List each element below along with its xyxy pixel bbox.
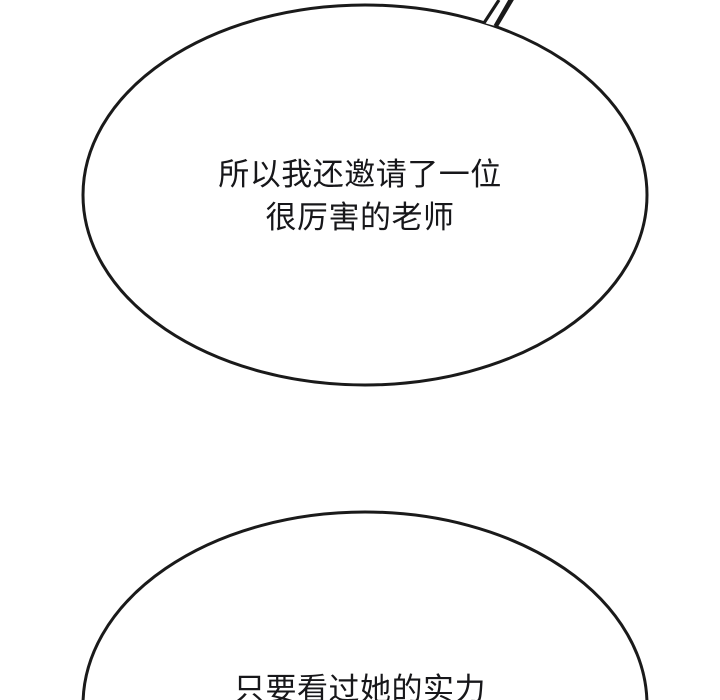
bubble-1-outline (81, 3, 649, 387)
bubble-1-text: 所以我还邀请了一位 很厉害的老师 (0, 153, 720, 239)
bubble-1-line-2: 很厉害的老师 (265, 200, 455, 235)
bubble-2-outline (81, 510, 649, 700)
bubble-1-tail-edges (482, 0, 512, 27)
bubble-1-tail-fill (484, 0, 510, 26)
bubble-2-text: 只要看过她的实力 (0, 668, 720, 700)
bubble-1-group (81, 0, 649, 387)
bubble-2-group (81, 510, 649, 700)
bubble-2-line-1: 只要看过她的实力 (234, 672, 486, 700)
bubble-1-line-1: 所以我还邀请了一位 (218, 157, 502, 192)
